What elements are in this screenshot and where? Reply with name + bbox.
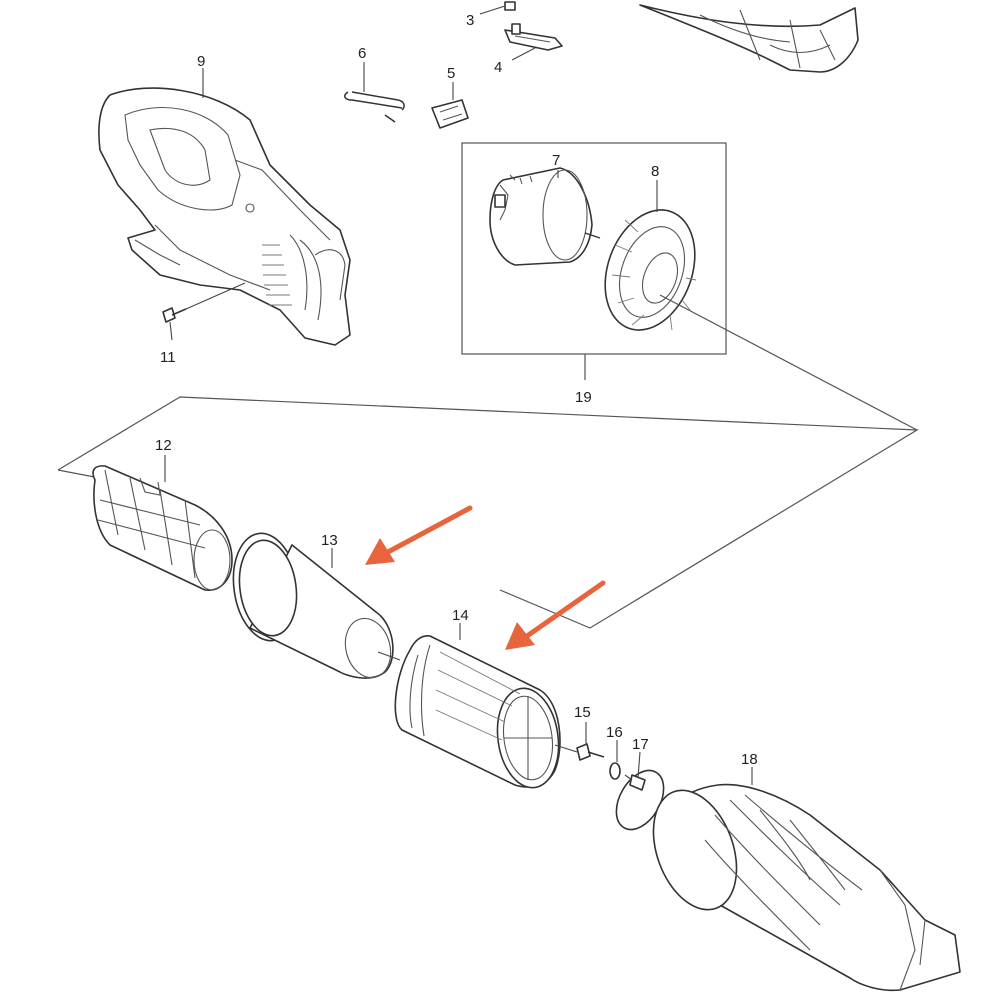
callout-5: 5 (447, 65, 455, 82)
part-18-nozzle (652, 767, 961, 992)
part-5-switch (431, 82, 469, 129)
part-11-screw (162, 282, 246, 341)
callout-14: 14 (452, 607, 469, 624)
part-16-washer (609, 740, 621, 780)
callout-17: 17 (632, 736, 649, 753)
callout-6: 6 (358, 45, 366, 62)
part-4-bracket (504, 23, 563, 61)
callout-3: 3 (466, 12, 474, 29)
part-9-handle-housing (98, 68, 351, 346)
part-3-screw (479, 1, 516, 15)
callout-11: 11 (160, 349, 176, 366)
part-15-screw (554, 722, 605, 761)
highlight-arrow-part-13 (365, 505, 473, 565)
part-13-prefilter (232, 532, 394, 679)
callout-8: 8 (651, 163, 659, 180)
part-14-main-filter (377, 623, 561, 789)
callout-18: 18 (741, 751, 758, 768)
part-17-gasket (615, 751, 673, 831)
highlight-arrow-part-14 (505, 580, 606, 650)
part-19-assembly-frame (461, 142, 727, 355)
upper-housing-fragment (639, 4, 859, 73)
part-8-fan (604, 180, 697, 331)
part-6-wire-clip (344, 62, 405, 123)
callout-15: 15 (574, 704, 591, 721)
callout-13: 13 (321, 532, 338, 549)
callout-19: 19 (575, 389, 592, 406)
callout-4: 4 (494, 59, 502, 76)
part-7-motor (489, 167, 601, 266)
callout-16: 16 (606, 724, 623, 741)
callout-12: 12 (155, 437, 172, 454)
callout-7: 7 (552, 152, 560, 169)
callout-9: 9 (197, 53, 205, 70)
part-12-filter-cage (92, 455, 233, 591)
